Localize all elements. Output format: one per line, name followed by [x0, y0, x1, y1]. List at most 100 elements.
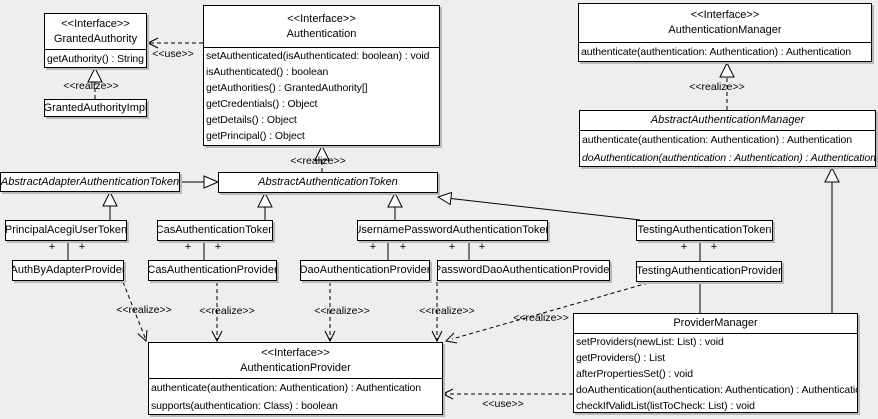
class-name: TestingAuthenticationProvider — [636, 265, 782, 277]
realize-label: <<realize>> — [314, 305, 370, 317]
methods-compartment: setAuthenticated(isAuthenticated: boolea… — [204, 48, 439, 144]
class-username-password-authentication-token[interactable]: UsernamePasswordAuthenticationToken — [357, 220, 548, 241]
method-row: getPrincipal() : Object — [206, 130, 305, 142]
realize-label: <<realize>> — [689, 81, 745, 93]
class-password-dao-authentication-provider[interactable]: PasswordDaoAuthenticationProvider — [437, 260, 610, 281]
stereotype-label: <<Interface>> — [261, 346, 330, 359]
class-abstract-adapter-authentication-token[interactable]: AbstractAdapterAuthenticationToken — [0, 172, 180, 192]
realize-label: <<realize>> — [199, 305, 255, 317]
class-cas-authentication-token[interactable]: CasAuthenticationToken — [157, 220, 273, 241]
class-name: AuthenticationManager — [668, 24, 782, 36]
class-authentication-provider[interactable]: <<Interface>> AuthenticationProvider aut… — [148, 342, 443, 415]
gen-principal-to-adapter-token — [102, 190, 118, 220]
realize-authbyadapter-to-auth-provider — [122, 281, 148, 343]
class-header: AbstractAuthenticationManager — [580, 111, 875, 131]
class-header: <<Interface>> Authentication — [204, 6, 439, 48]
class-cas-authentication-provider[interactable]: CasAuthenticationProvider — [148, 260, 277, 281]
assoc-plus-mark: + — [710, 241, 718, 253]
gen-usernamepw-token-to-abstract-token — [387, 191, 403, 220]
class-name: PasswordDaoAuthenticationProvider — [437, 264, 610, 276]
class-name: TestingAuthenticationToken — [637, 224, 772, 236]
assoc-plus-mark: + — [184, 241, 192, 253]
gen-adapter-token-to-abstract-token — [180, 175, 220, 189]
class-name: AbstractAdapterAuthenticationToken — [0, 175, 180, 188]
method-row: authenticate(authentication: Authenticat… — [582, 134, 853, 146]
use-label: <<use>> — [152, 48, 194, 60]
method-row: getAuthority() : String — [47, 53, 144, 65]
methods-compartment: authenticate(authentication: Authenticat… — [579, 43, 871, 61]
method-row: supports(authentication: Class) : boolea… — [151, 400, 338, 412]
assoc-plus-mark: + — [48, 241, 56, 253]
assoc-plus-mark: + — [680, 241, 688, 253]
class-name: AbstractAuthenticationToken — [258, 176, 398, 188]
stereotype-label: <<Interface>> — [287, 12, 356, 25]
realize-label: <<realize>> — [290, 155, 346, 167]
gen-cas-token-to-abstract-token — [257, 191, 273, 220]
assoc-plus-mark: + — [399, 241, 407, 253]
stereotype-label: <<Interface>> — [690, 9, 760, 21]
class-auth-by-adapter-provider[interactable]: AuthByAdapterProvider — [12, 260, 124, 281]
class-header: <<Interface>> GrantedAuthority — [45, 14, 146, 50]
use-authentication-to-granted-authority — [146, 37, 203, 49]
method-row: setAuthenticated(isAuthenticated: boolea… — [206, 50, 430, 62]
class-name: CasAuthenticationToken — [157, 224, 273, 236]
class-name: AuthenticationProvider — [240, 361, 351, 374]
method-row: setProviders(newList: List) : void — [576, 336, 724, 348]
realize-label: <<realize>> — [513, 312, 569, 324]
class-name: PrincipalAcegiUserToken — [5, 224, 127, 236]
method-row: authenticate(authentication: Authenticat… — [581, 46, 852, 58]
assoc-plus-mark: + — [369, 241, 377, 253]
class-granted-authority[interactable]: <<Interface>> GrantedAuthority getAuthor… — [44, 13, 147, 68]
class-testing-authentication-token[interactable]: TestingAuthenticationToken — [636, 220, 773, 241]
class-dao-authentication-provider[interactable]: DaoAuthenticationProvider — [300, 260, 430, 281]
class-header: ProviderManager — [574, 314, 857, 334]
method-row: getAuthorities() : GrantedAuthority[] — [206, 82, 368, 94]
class-name: DaoAuthenticationProvider — [300, 264, 430, 276]
realize-cas-provider-to-auth-provider — [211, 282, 223, 343]
class-name: GrantedAuthorityImpl — [44, 101, 147, 114]
method-row: getCredentials() : Object — [206, 98, 318, 110]
class-name: AuthByAdapterProvider — [12, 264, 124, 276]
realize-abstract-token-to-authentication — [314, 144, 330, 172]
realize-passworddao-provider-to-auth-provider — [431, 282, 443, 343]
class-header: <<Interface>> AuthenticationManager — [579, 4, 871, 43]
method-row: checkIfValidList(listToCheck: List) : vo… — [576, 400, 755, 412]
method-row: authenticate(authentication: Authenticat… — [151, 382, 422, 394]
class-name: CasAuthenticationProvider — [148, 264, 277, 276]
methods-compartment: getAuthority() : String — [45, 50, 146, 67]
methods-compartment: setProviders(newList: List) : void getPro… — [574, 334, 858, 412]
method-row: doAuthentication(authentication: Authent… — [576, 384, 858, 396]
assoc-plus-mark: + — [78, 241, 86, 253]
gen-provider-manager-to-abstract-auth-manager — [824, 166, 840, 313]
class-abstract-authentication-token[interactable]: AbstractAuthenticationToken — [218, 172, 438, 193]
class-provider-manager[interactable]: ProviderManager setProviders(newList: Li… — [573, 313, 858, 413]
gen-testing-token-to-abstract-token — [436, 191, 641, 221]
class-name: ProviderManager — [673, 317, 758, 329]
realize-dao-provider-to-auth-provider — [324, 282, 336, 343]
realize-label: <<realize>> — [419, 305, 475, 317]
methods-compartment: authenticate(authentication: Authenticat… — [580, 131, 875, 166]
method-row: getProviders() : List — [576, 352, 665, 364]
realize-label: <<realize>> — [63, 80, 119, 92]
class-testing-authentication-provider[interactable]: TestingAuthenticationProvider — [636, 261, 782, 282]
method-row: isAuthenticated() : boolean — [206, 66, 329, 78]
class-abstract-authentication-manager[interactable]: AbstractAuthenticationManager authentica… — [579, 110, 876, 167]
class-header: <<Interface>> AuthenticationProvider — [149, 343, 442, 379]
class-authentication[interactable]: <<Interface>> Authentication setAuthenti… — [203, 5, 440, 146]
class-name: UsernamePasswordAuthenticationToken — [357, 224, 548, 236]
class-granted-authority-impl[interactable]: GrantedAuthorityImpl — [44, 99, 147, 117]
class-principal-acegi-user-token[interactable]: PrincipalAcegiUserToken — [5, 220, 127, 241]
stereotype-label: <<Interface>> — [61, 17, 130, 30]
realize-label: <<realize>> — [116, 304, 172, 316]
method-row: getDetails() : Object — [206, 114, 297, 126]
method-row: afterPropertiesSet() : void — [576, 368, 693, 380]
use-provider-manager-to-auth-provider — [441, 388, 573, 400]
class-name: Authentication — [286, 27, 357, 40]
class-name: AbstractAuthenticationManager — [650, 114, 805, 126]
assoc-plus-mark: + — [214, 241, 222, 253]
realize-testing-provider-to-auth-provider — [444, 282, 649, 344]
realize-abstract-auth-manager-to-auth-manager — [719, 61, 735, 110]
class-authentication-manager[interactable]: <<Interface>> AuthenticationManager auth… — [578, 3, 872, 62]
class-name: GrantedAuthority — [53, 32, 138, 45]
